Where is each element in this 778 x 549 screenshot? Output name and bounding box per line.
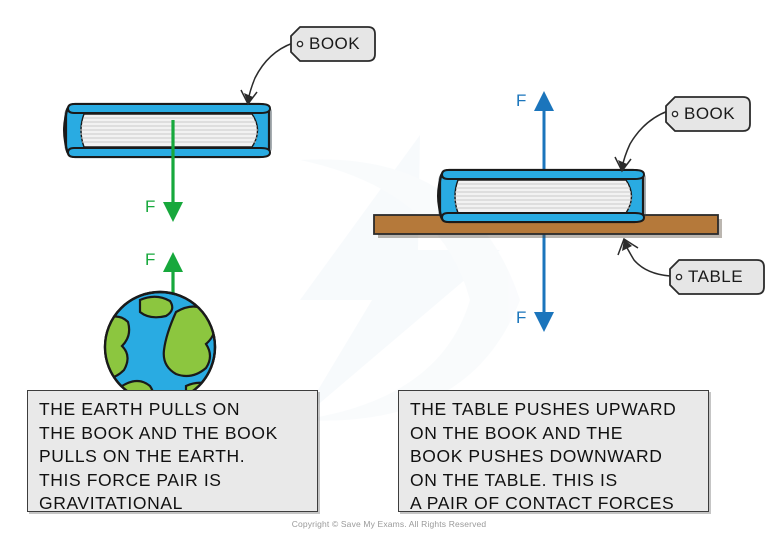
tag-shape <box>669 259 765 295</box>
book-tag-left-label: BOOK <box>309 34 361 53</box>
gravitational-info-box: THE EARTH PULLS ON THE BOOK AND THE BOOK… <box>27 390 318 513</box>
info-line: A PAIR OF CONTACT FORCES <box>410 493 675 513</box>
info-line: ON THE BOOK AND THE <box>410 422 624 443</box>
info-line: ON THE TABLE. THIS IS <box>410 469 618 490</box>
earth-globe <box>103 290 217 404</box>
info-line: GRAVITATIONAL <box>39 493 183 513</box>
book-illustration-right <box>437 168 646 224</box>
contact-info-box: THE TABLE PUSHES UPWARD ON THE BOOK AND … <box>398 390 709 513</box>
info-line: THE BOOK AND THE BOOK <box>39 422 278 443</box>
info-line: BOOK PUSHES DOWNWARD <box>410 446 663 466</box>
book-tag-leader-right <box>614 110 669 173</box>
force-label-up-left: F <box>145 250 156 269</box>
tag-shape <box>290 26 376 62</box>
table-tag[interactable]: TABLE <box>667 258 767 301</box>
book-tag-right[interactable]: BOOK <box>663 95 753 138</box>
table-tag-label: TABLE <box>688 267 744 286</box>
force-arrow-down-blue <box>534 220 554 332</box>
info-line: THE TABLE PUSHES UPWARD <box>410 399 677 419</box>
info-line: THIS FORCE PAIR IS <box>39 469 222 490</box>
right-diagram-graphics <box>373 91 722 332</box>
force-arrow-down-green <box>163 120 183 222</box>
table-tag-leader <box>617 237 671 277</box>
force-label-down-left: F <box>145 197 156 216</box>
book-tag-left[interactable]: BOOK <box>288 25 378 68</box>
book-tag-right-label: BOOK <box>684 104 736 123</box>
info-line: PULLS ON THE EARTH. <box>39 446 246 466</box>
book-tag-leader-left <box>240 42 294 106</box>
force-label-up-right: F <box>516 91 527 110</box>
force-label-down-right: F <box>516 308 527 327</box>
copyright-text: Copyright © Save My Exams. All Rights Re… <box>291 519 487 529</box>
tag-shape <box>665 96 751 132</box>
book-illustration-left <box>63 102 272 159</box>
info-line: THE EARTH PULLS ON <box>39 399 241 419</box>
